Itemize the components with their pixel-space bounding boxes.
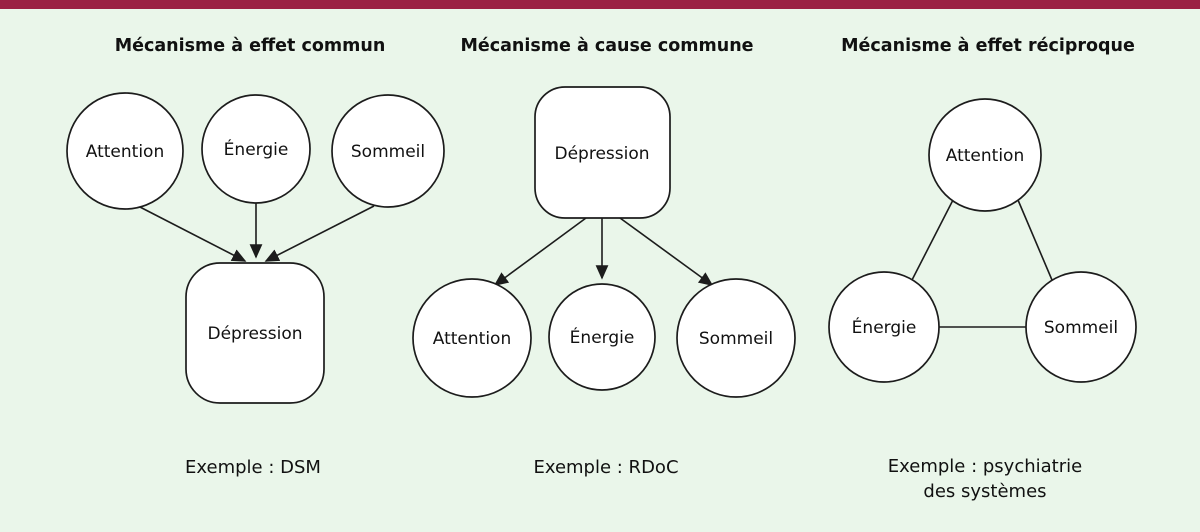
- caption-psychiatrie-line1: Exemple : psychiatrie: [888, 456, 1082, 477]
- node-attention-label: Attention: [946, 146, 1024, 166]
- panel-title-common-effect: Mécanisme à effet commun: [115, 36, 386, 56]
- edge-attention-sommeil: [1017, 199, 1053, 281]
- node-sommeil-label: Sommeil: [699, 329, 773, 349]
- arrow-attention-to-depression: [137, 205, 247, 262]
- arrow-depression-to-sommeil: [619, 217, 714, 286]
- panel-title-common-cause: Mécanisme à cause commune: [460, 36, 753, 56]
- caption-dsm: Exemple : DSM: [185, 457, 321, 478]
- arrow-sommeil-to-depression: [264, 205, 375, 262]
- node-energie-shape: [548, 283, 656, 391]
- node-sommeil-shape: [331, 94, 445, 208]
- node-energie-label: Énergie: [852, 316, 917, 338]
- node-energie-shape: [828, 271, 940, 383]
- node-attention-label: Attention: [86, 142, 164, 162]
- node-sommeil-label: Sommeil: [1044, 318, 1118, 338]
- arrow-depression-to-attention: [493, 217, 587, 286]
- node-attention-shape: [66, 92, 184, 210]
- node-depression-label: Dépression: [207, 324, 302, 344]
- caption-psychiatrie-line2: des systèmes: [923, 481, 1046, 502]
- panel-reciprocal-effect: Mécanisme à effet réciproque Attention É…: [828, 36, 1137, 502]
- panel-title-reciprocal-effect: Mécanisme à effet réciproque: [841, 36, 1135, 56]
- panel-common-cause: Mécanisme à cause commune Dépression Att…: [412, 36, 796, 478]
- node-sommeil-label: Sommeil: [351, 142, 425, 162]
- node-energie-label: Énergie: [224, 138, 289, 160]
- node-attention-label: Attention: [433, 329, 511, 349]
- caption-rdoc: Exemple : RDoC: [533, 457, 678, 478]
- node-depression-label: Dépression: [554, 144, 649, 164]
- node-energie-label: Énergie: [570, 326, 635, 348]
- node-attention-shape: [412, 278, 532, 398]
- top-border-bar: [0, 0, 1200, 9]
- node-depression-shape: [185, 262, 325, 404]
- node-sommeil-shape: [676, 278, 796, 398]
- node-sommeil-shape: [1025, 271, 1137, 383]
- edge-attention-energie: [911, 199, 954, 281]
- panel-common-effect: Mécanisme à effet commun Attention Énerg…: [66, 36, 445, 478]
- node-energie-shape: [201, 94, 311, 204]
- node-depression-shape: [534, 86, 671, 219]
- node-attention-shape: [928, 98, 1042, 212]
